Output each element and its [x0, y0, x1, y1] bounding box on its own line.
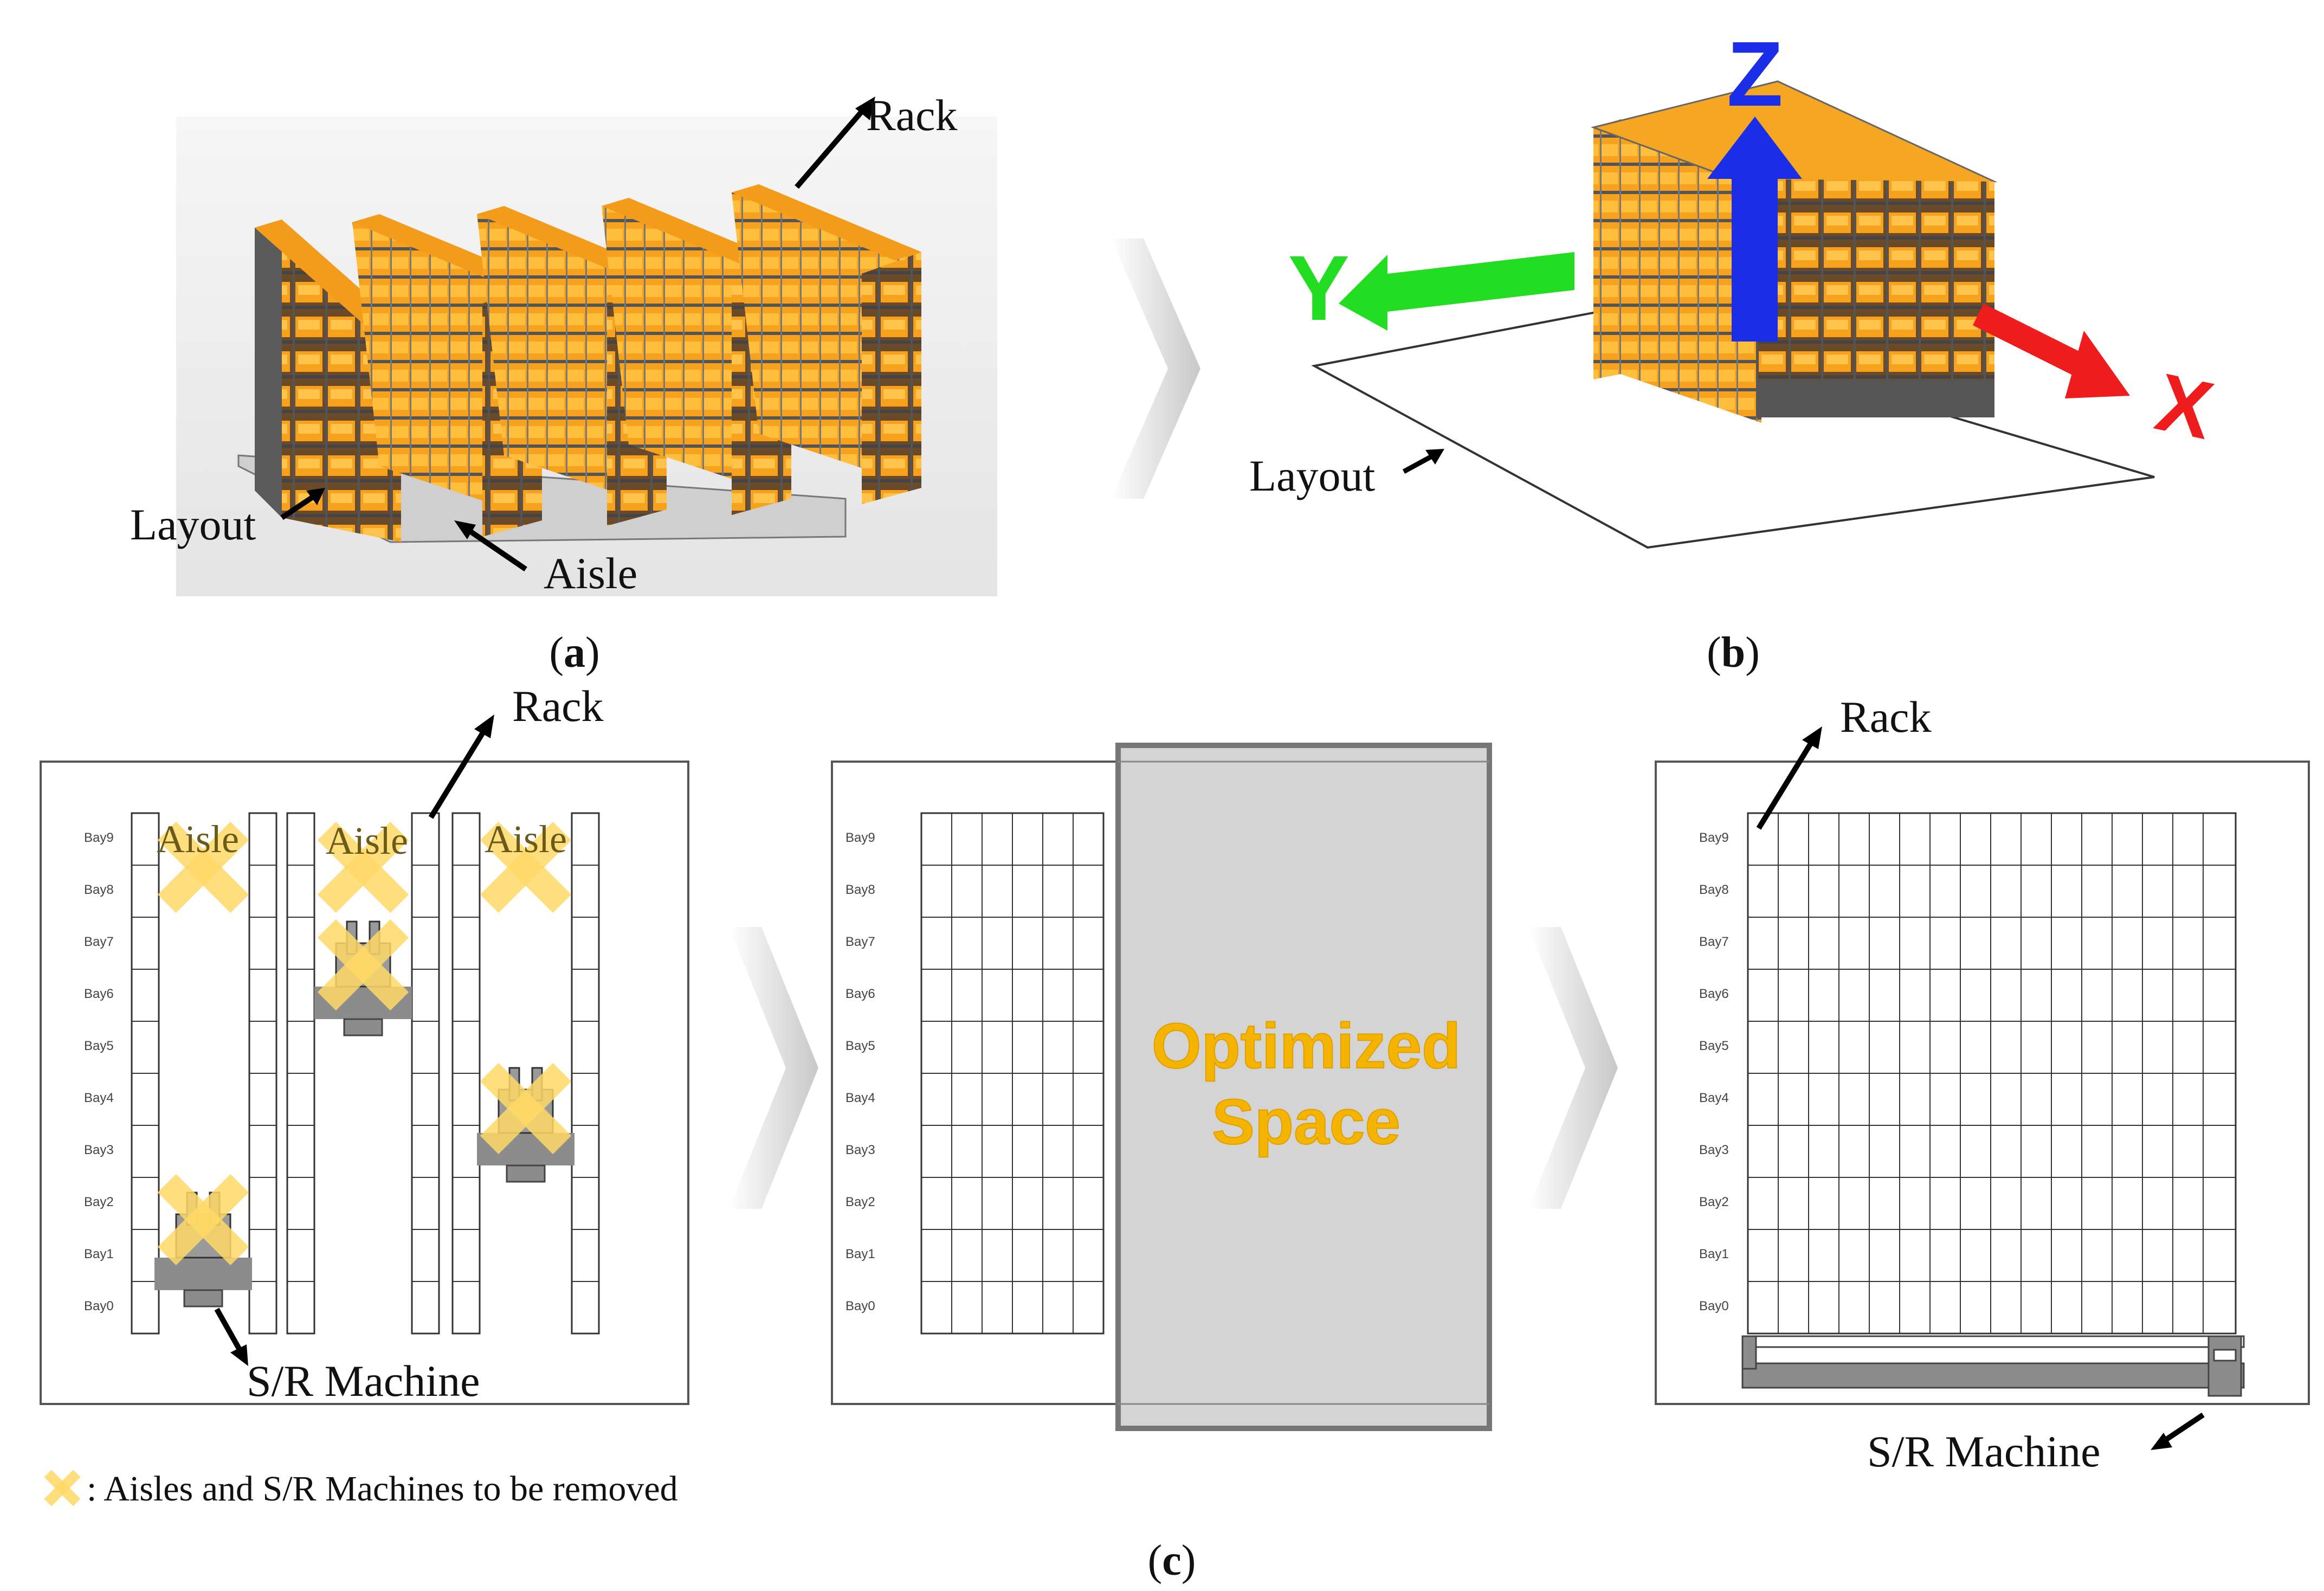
- svg-text:Bay8: Bay8: [84, 883, 114, 897]
- z-axis-arrow: [1707, 117, 1802, 342]
- bay-dividers-left: [132, 865, 599, 1282]
- rack-arrow: [795, 106, 867, 189]
- svg-text:Bay4: Bay4: [1699, 1091, 1729, 1105]
- z-axis-label: Z: [1727, 23, 1783, 126]
- layout-arrow: [280, 493, 316, 520]
- svg-text:Bay3: Bay3: [845, 1143, 875, 1157]
- rack-row-5: [732, 184, 921, 504]
- panel-a-rack-rendering: Rack Layout Aisle: [130, 91, 997, 598]
- svg-text:Bay1: Bay1: [845, 1247, 875, 1261]
- caption-a: (a): [549, 629, 599, 677]
- svg-text:Bay0: Bay0: [1699, 1299, 1729, 1313]
- svg-text:Bay0: Bay0: [845, 1299, 875, 1313]
- x-axis-arrow: [1973, 304, 2130, 398]
- layout-label-b: Layout: [1249, 451, 1375, 500]
- rack-label-c-right: Rack: [1840, 692, 1931, 742]
- svg-text:Bay1: Bay1: [1699, 1247, 1729, 1261]
- rack-label-c-left: Rack: [512, 681, 603, 731]
- svg-text:Bay2: Bay2: [845, 1195, 875, 1209]
- panel-c-middle-optimized: Bay9 Bay8 Bay7 Bay6 Bay5 Bay4 Bay3 Bay2 …: [831, 743, 1492, 1431]
- caption-b: (b): [1707, 629, 1760, 677]
- aisle-label-1: Aisle: [157, 817, 239, 861]
- svg-text:Bay6: Bay6: [1699, 987, 1729, 1001]
- bay-labels-right: Bay9 Bay8 Bay7 Bay6 Bay5 Bay4 Bay3 Bay2 …: [1699, 830, 1729, 1313]
- svg-text:Bay5: Bay5: [845, 1039, 875, 1053]
- optimized-label-line1: Optimized: [1152, 1010, 1461, 1082]
- layout-label: Layout: [130, 500, 256, 549]
- aisle-label-3: Aisle: [485, 817, 567, 861]
- remove-mark-legend-icon: [44, 1470, 81, 1506]
- legend: : Aisles and S/R Machines to be removed: [44, 1469, 678, 1509]
- sr-machine-label-left: S/R Machine: [247, 1356, 480, 1406]
- layout-plane: [1311, 310, 2155, 549]
- sr-machine-rail: [1741, 1335, 2245, 1397]
- svg-text:Bay7: Bay7: [1699, 935, 1729, 949]
- svg-text:Bay2: Bay2: [1699, 1195, 1729, 1209]
- optimized-space-block: Optimized Space: [1115, 743, 1492, 1431]
- svg-text:Bay4: Bay4: [845, 1091, 875, 1105]
- svg-text:Bay5: Bay5: [1699, 1039, 1729, 1053]
- caption-c: (c): [1148, 1537, 1196, 1584]
- svg-text:Bay7: Bay7: [84, 935, 114, 949]
- rack-grid-middle-lines: [921, 813, 1103, 1334]
- svg-text:Bay5: Bay5: [84, 1039, 114, 1053]
- legend-text: : Aisles and S/R Machines to be removed: [87, 1469, 678, 1509]
- svg-text:Bay3: Bay3: [1699, 1143, 1729, 1157]
- rack-label: Rack: [866, 91, 957, 140]
- chevron-arrow-icon: [729, 927, 818, 1209]
- svg-text:Bay0: Bay0: [84, 1299, 114, 1313]
- bay-labels-middle: Bay9 Bay8 Bay7 Bay6 Bay5 Bay4 Bay3 Bay2 …: [845, 830, 875, 1313]
- y-axis-label: Y: [1288, 237, 1350, 340]
- svg-text:Bay9: Bay9: [845, 830, 875, 845]
- svg-text:Bay8: Bay8: [1699, 883, 1729, 897]
- x-axis-label: X: [2148, 356, 2220, 456]
- sr-machine-label-right: S/R Machine: [1867, 1427, 2100, 1476]
- chevron-arrow-icon: [1528, 927, 1618, 1209]
- panel-c-left-original-layout: Bay9 Bay8 Bay7 Bay6 Bay5 Bay4 Bay3 Bay2 …: [40, 681, 689, 1406]
- svg-text:Bay6: Bay6: [84, 987, 114, 1001]
- aisle-arrow: [464, 526, 527, 572]
- svg-text:Bay1: Bay1: [84, 1247, 114, 1261]
- svg-text:Bay3: Bay3: [84, 1143, 114, 1157]
- y-axis-arrow: [1339, 252, 1574, 331]
- svg-text:Bay4: Bay4: [84, 1091, 114, 1105]
- rack-grid-right-lines: [1748, 813, 2236, 1334]
- svg-text:Bay9: Bay9: [84, 830, 114, 845]
- panel-c-right-new-layout: Bay9 Bay8 Bay7 Bay6 Bay5 Bay4 Bay3 Bay2 …: [1655, 692, 2310, 1476]
- svg-text:Bay2: Bay2: [84, 1195, 114, 1209]
- svg-text:Bay7: Bay7: [845, 935, 875, 949]
- svg-text:Bay8: Bay8: [845, 883, 875, 897]
- chevron-arrow-icon: [1111, 239, 1200, 499]
- svg-text:Bay9: Bay9: [1699, 830, 1729, 845]
- bay-labels-left: Bay9 Bay8 Bay7 Bay6 Bay5 Bay4 Bay3 Bay2 …: [84, 830, 114, 1313]
- optimized-label-line2: Space: [1212, 1086, 1400, 1158]
- svg-text:Bay6: Bay6: [845, 987, 875, 1001]
- aisle-label: Aisle: [544, 549, 637, 598]
- aisle-label-2: Aisle: [326, 819, 408, 862]
- panel-b-axis-view: Z Y X Layout: [1249, 23, 2220, 549]
